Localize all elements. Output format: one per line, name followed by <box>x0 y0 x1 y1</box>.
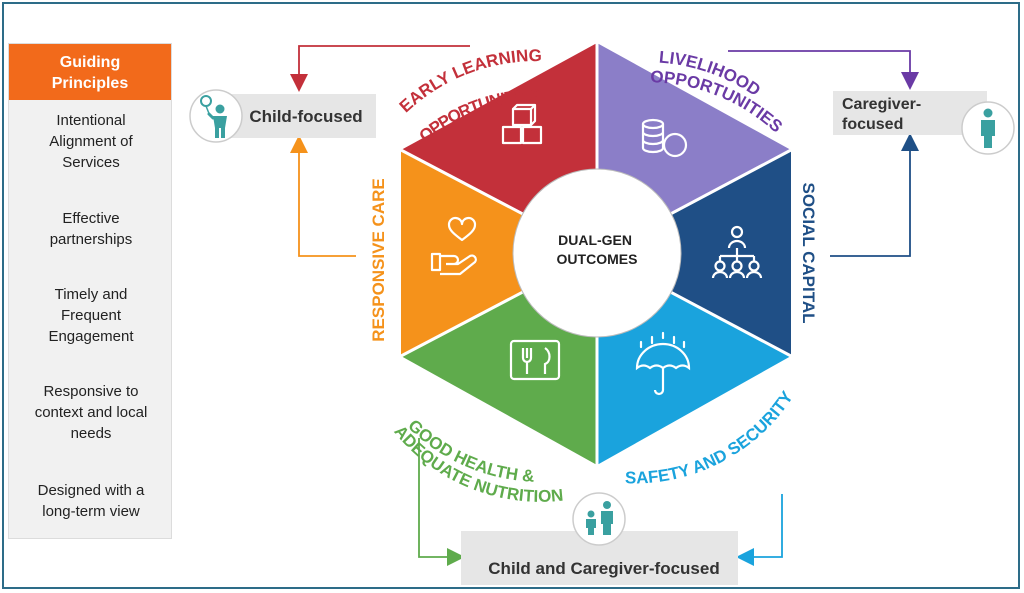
connector-arrows <box>290 45 919 566</box>
blocks-icon <box>501 103 543 145</box>
guiding-principles-title: Guiding Principles <box>9 44 171 100</box>
child-focused-label: Child-focused <box>249 107 362 126</box>
arrow-health-to-both <box>418 438 465 566</box>
people-network-icon <box>711 225 763 279</box>
principle-item: Timely and Frequent Engagement <box>48 286 134 345</box>
center-circle <box>512 168 682 338</box>
arrow-responsive-to-child <box>290 135 356 257</box>
arrow-early-to-child <box>290 45 470 92</box>
adult-child-icon <box>572 492 626 546</box>
segment-responsive-care <box>401 150 597 356</box>
principle-item: Effective partnerships <box>49 210 133 248</box>
caregiver-focused-label: Caregiver- focused <box>842 96 926 133</box>
child-caregiver-label: Child and Caregiver-focused <box>488 559 719 578</box>
child-balloon-icon <box>189 89 243 143</box>
arrow-social-to-caregiver <box>830 133 919 257</box>
arrow-livelihood-to-caregiver <box>728 50 919 90</box>
child-focused-box <box>222 94 376 138</box>
principle-item: Responsive to context and local needs <box>34 383 148 442</box>
heart-hand-icon <box>430 216 477 276</box>
guiding-principles-panel: Guiding Principles Intentional Alignment… <box>8 43 172 539</box>
fork-knife-icon <box>509 339 561 381</box>
principle-item: Intentional Alignment of Services <box>49 112 133 171</box>
coins-icon <box>641 118 688 158</box>
umbrella-icon <box>635 331 691 396</box>
label-social-capital: SOCIAL CAPITAL <box>799 182 818 323</box>
center-label: DUAL-GEN OUTCOMES <box>557 232 638 267</box>
segment-social-capital <box>597 150 791 356</box>
adult-person-icon <box>961 101 1015 155</box>
principle-item: Designed with a long-term view <box>37 482 145 520</box>
label-responsive-care: RESPONSIVE CARE <box>369 178 388 341</box>
arrow-safety-to-both <box>736 494 783 566</box>
